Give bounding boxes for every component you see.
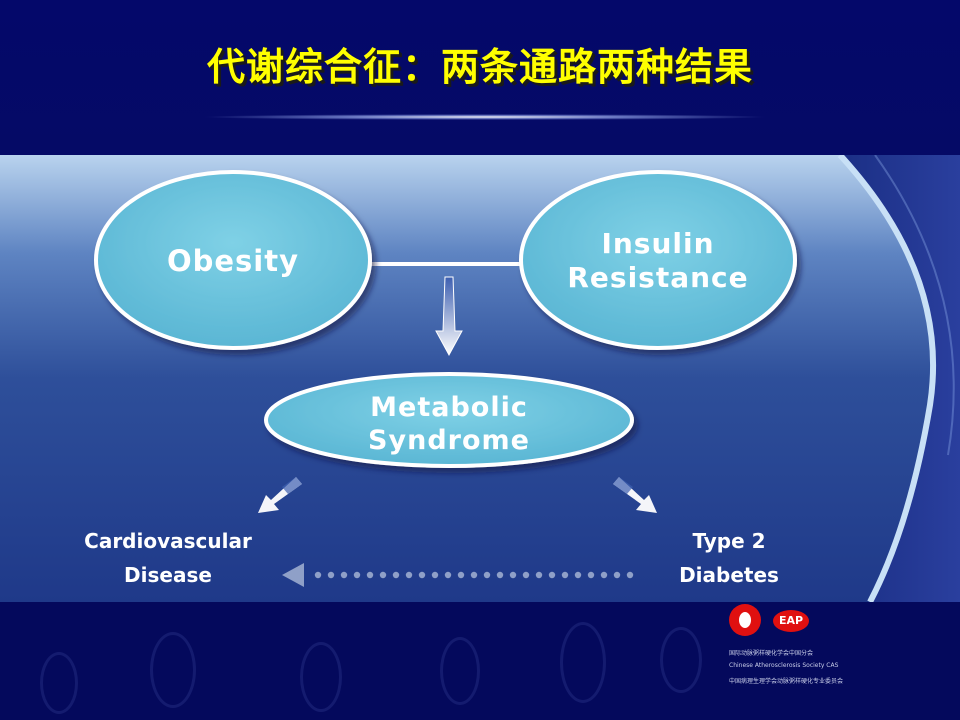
diagram-canvas: Obesity Insulin Resistance Metabolic Syn…	[84, 155, 960, 602]
logo-text-line1: 国际动脉粥样硬化学会中国分会	[729, 650, 814, 657]
down-arrow-icon	[435, 276, 463, 357]
dotted-connector-dot	[470, 571, 478, 579]
logo-badge: EAP	[773, 610, 809, 632]
dotted-connector-dot	[418, 571, 426, 579]
watermark-shape	[40, 652, 78, 714]
title-underline	[200, 114, 770, 120]
dotted-connector-dot	[600, 571, 608, 579]
watermark-shape	[660, 627, 702, 693]
insulin-resistance-label-line1: Insulin	[601, 227, 714, 260]
diabetes-label-line2: Diabetes	[679, 563, 779, 587]
decorative-arc-line-2	[874, 155, 955, 456]
decorative-arc-fill	[840, 155, 960, 602]
left-arrowhead-icon	[282, 563, 304, 587]
watermark-shape	[300, 642, 342, 712]
logo-text-line3: 中国病理生理学会动脉粥样硬化专业委员会	[729, 678, 844, 685]
dotted-connector-dot	[392, 571, 400, 579]
dotted-connector	[314, 571, 634, 579]
metabolic-syndrome-label-line2: Syndrome	[368, 425, 530, 456]
dotted-connector-dot	[314, 571, 322, 579]
decorative-arc-line	[837, 155, 937, 602]
dotted-connector-dot	[522, 571, 530, 579]
dotted-connector-dot	[483, 571, 491, 579]
dotted-connector-dot	[457, 571, 465, 579]
dotted-connector-dot	[587, 571, 595, 579]
dotted-connector-dot	[561, 571, 569, 579]
cardiovascular-label-line2: Disease	[124, 563, 212, 587]
obesity-label: Obesity	[167, 244, 299, 278]
obesity-node	[94, 170, 372, 350]
dotted-connector-dot	[509, 571, 517, 579]
dotted-connector-dot	[327, 571, 335, 579]
dotted-connector-dot	[379, 571, 387, 579]
dotted-connector-dot	[535, 571, 543, 579]
logo-text-line2: Chinese Atherosclerosis Society CAS	[729, 662, 839, 669]
metabolic-syndrome-label-line1: Metabolic	[370, 392, 528, 423]
cardiovascular-label-line1: Cardiovascular	[84, 529, 252, 553]
dotted-connector-dot	[496, 571, 504, 579]
insulin-resistance-label-line2: Resistance	[567, 261, 748, 294]
dotted-connector-dot	[366, 571, 374, 579]
watermark-shape	[560, 622, 606, 703]
dotted-connector-dot	[431, 571, 439, 579]
insulin-resistance-node	[519, 170, 797, 350]
dotted-connector-dot	[613, 571, 621, 579]
watermark-shape	[150, 632, 196, 708]
organization-logo: EAP 国际动脉粥样硬化学会中国分会 Chinese Atheroscleros…	[729, 604, 939, 700]
metabolic-syndrome-node	[264, 372, 634, 468]
dotted-connector-dot	[405, 571, 413, 579]
dotted-connector-dot	[444, 571, 452, 579]
diabetes-label-line1: Type 2	[692, 529, 765, 553]
dotted-connector-dot	[548, 571, 556, 579]
arrow-down-right-icon	[613, 477, 657, 513]
watermark-shape	[440, 637, 480, 705]
arrow-down-left-icon	[258, 477, 302, 513]
slide-title: 代谢综合征：两条通路两种结果	[206, 45, 753, 89]
logo-emblem	[729, 604, 761, 636]
dotted-connector-dot	[340, 571, 348, 579]
title-band	[0, 0, 960, 155]
dotted-connector-dot	[574, 571, 582, 579]
dotted-connector-dot	[626, 571, 634, 579]
dotted-connector-dot	[353, 571, 361, 579]
